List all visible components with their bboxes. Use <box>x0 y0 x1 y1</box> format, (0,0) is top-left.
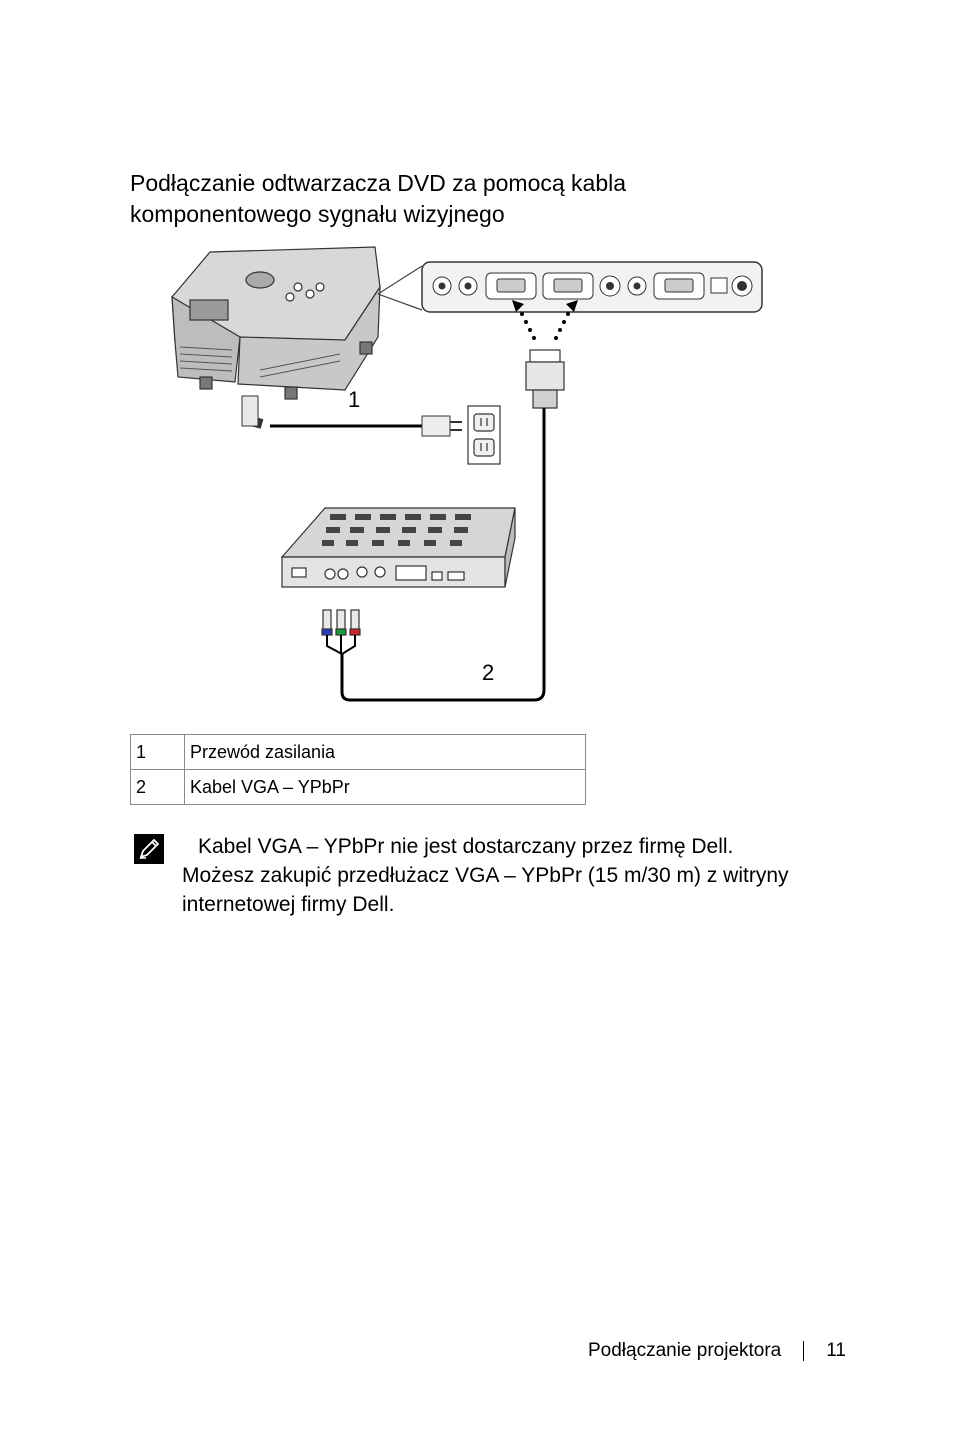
table-row: 2 Kabel VGA – YPbPr <box>130 769 586 805</box>
vga-plug <box>525 349 565 409</box>
connection-diagram: 1 2 <box>150 242 780 707</box>
dvd-player-illustration <box>280 507 516 588</box>
legend-label: Przewód zasilania <box>184 734 586 770</box>
section-title-line-1: Podłączanie odtwarzacza DVD za pomocą ka… <box>130 170 627 196</box>
table-row: 1 Przewód zasilania <box>130 734 586 770</box>
legend-label: Kabel VGA – YPbPr <box>184 769 586 805</box>
component-rca-plugs <box>321 609 361 655</box>
legend-table: 1 Przewód zasilania 2 Kabel VGA – YPbPr <box>130 734 586 805</box>
page-footer: Podłączanie projektora 11 <box>588 1340 846 1362</box>
footer-chapter: Podłączanie projektora <box>587 1340 782 1361</box>
section-title-line-2: komponentowego sygnału wizyjnego <box>130 201 505 227</box>
callout-1: 1 <box>348 387 360 412</box>
projector-illustration <box>171 246 381 400</box>
projector-rear-panel <box>421 261 763 313</box>
note-line-3: internetowej firmy Dell. <box>182 893 395 916</box>
legend-number: 1 <box>130 734 185 770</box>
wall-outlet <box>467 405 501 465</box>
footer-separator <box>803 1341 805 1361</box>
pencil-note-icon <box>134 834 164 864</box>
callout-2: 2 <box>482 660 494 685</box>
page-number: 11 <box>826 1340 846 1361</box>
section-title: Podłączanie odtwarzacza DVD za pomocą ka… <box>130 168 830 230</box>
legend-number: 2 <box>130 769 185 805</box>
note-line-1: Kabel VGA – YPbPr nie jest dostarczany p… <box>198 835 734 858</box>
note-text: Kabel VGA – YPbPr nie jest dostarczany p… <box>182 832 882 919</box>
note-line-2: Możesz zakupić przedłużacz VGA – YPbPr (… <box>182 864 789 887</box>
power-cable <box>241 395 462 437</box>
